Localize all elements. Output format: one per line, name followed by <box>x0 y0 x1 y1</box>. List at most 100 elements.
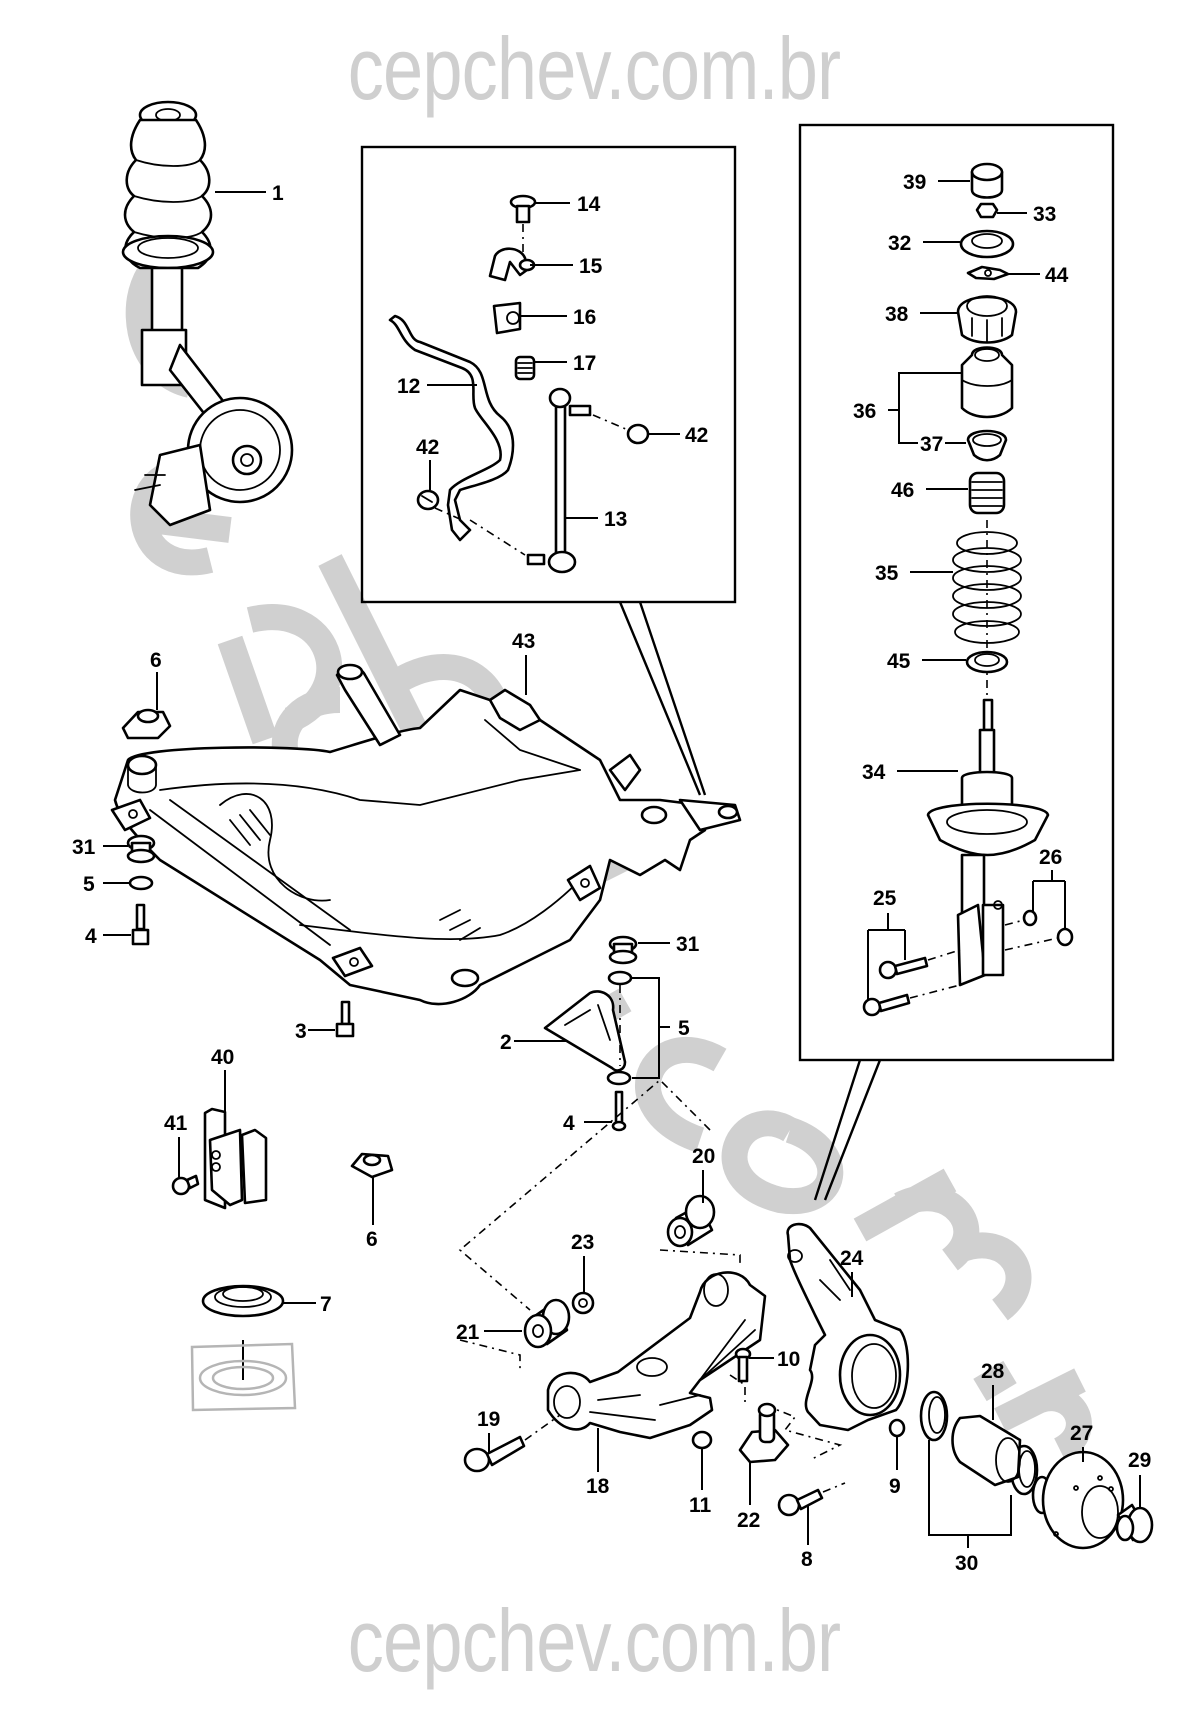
callout-label-6a: 6 <box>150 649 162 672</box>
part-25-bolts[interactable] <box>862 949 961 1017</box>
part-5-washers-right-stroke <box>606 1070 632 1086</box>
part-21-bushing[interactable] <box>523 1298 571 1349</box>
part-42-nut-left[interactable] <box>416 489 440 511</box>
callout-label-45: 45 <box>887 650 911 673</box>
part-43-subframe[interactable] <box>110 663 742 1006</box>
part-20-bushing-stroke <box>684 1194 716 1230</box>
part-31-bushing-right-stroke <box>608 949 638 965</box>
part-20-bushing[interactable] <box>666 1194 716 1248</box>
part-34-shock-absorber[interactable] <box>926 698 1050 987</box>
callout-45: 45 <box>887 650 966 673</box>
assembly-guide-lines-stroke <box>459 1339 521 1370</box>
part-41-screw[interactable] <box>171 1174 200 1196</box>
part-20-bushing-stroke <box>674 1225 686 1239</box>
part-28-wheel-bearing[interactable] <box>951 1414 1022 1487</box>
part-5-washer-left[interactable] <box>128 875 154 891</box>
part-8-bolt-stroke <box>822 1482 846 1493</box>
part-46-bellows[interactable] <box>968 471 1006 515</box>
part-44-plate[interactable] <box>966 265 1010 281</box>
part-27-wheel-hub[interactable] <box>1031 1450 1125 1550</box>
callout-7: 7 <box>283 1293 332 1316</box>
part-15-clamp[interactable] <box>488 247 536 282</box>
callout-label-26: 26 <box>1039 846 1062 869</box>
part-18-control-arm-stroke <box>546 1271 767 1440</box>
part-8-bolt[interactable] <box>777 1482 846 1517</box>
assembly-guide-lines-stroke <box>729 1374 746 1405</box>
part-7-floor-panel <box>190 1342 297 1412</box>
part-5-washers-right[interactable] <box>606 970 633 1086</box>
part-11-nut[interactable] <box>691 1430 713 1450</box>
callout-26-stroke <box>1032 870 1066 928</box>
callout-label-1: 1 <box>272 182 284 205</box>
part-6-mount-lower-stroke <box>362 1153 382 1167</box>
part-3-bolt[interactable] <box>335 1000 355 1038</box>
part-10-bolt[interactable] <box>734 1347 752 1383</box>
callout-label-2: 2 <box>500 1031 512 1054</box>
part-31-bushing-right[interactable] <box>608 935 638 965</box>
part-9-nut-stroke <box>888 1418 906 1438</box>
part-32-bearing-cap[interactable] <box>959 229 1015 259</box>
part-25-bolts-stroke <box>909 984 961 999</box>
part-23-nut-stroke <box>571 1291 595 1315</box>
callout-5b: 5 <box>632 977 690 1079</box>
callout-label-30: 30 <box>955 1552 978 1575</box>
part-13-link-rod-stroke <box>548 387 572 409</box>
part-14-bolt[interactable] <box>509 194 537 254</box>
part-4-bolt-left-stroke <box>131 928 150 946</box>
callout-30-stroke <box>928 1440 1012 1548</box>
part-34-shock-absorber-stroke <box>926 802 1050 857</box>
part-24-steering-knuckle-stroke <box>851 1343 897 1409</box>
callout-17: 17 <box>534 352 596 375</box>
callout-label-13: 13 <box>604 508 627 531</box>
callout-label-39: 39 <box>903 171 926 194</box>
part-23-nut[interactable] <box>571 1291 595 1315</box>
part-38-upper-mount[interactable] <box>956 295 1018 344</box>
part-24-steering-knuckle[interactable] <box>786 1222 910 1432</box>
part-36-bump-stop[interactable] <box>960 346 1014 419</box>
part-45-spring-seat[interactable] <box>965 650 1009 674</box>
callout-label-43: 43 <box>512 630 535 653</box>
part-2-plate-stroke <box>564 1004 611 1041</box>
part-6-mount-lower[interactable] <box>350 1152 394 1179</box>
part-39-dust-cap[interactable] <box>970 162 1004 199</box>
part-9-nut[interactable] <box>888 1418 906 1438</box>
part-37-boot-cap[interactable] <box>966 429 1008 462</box>
part-31-bushing-left[interactable] <box>126 834 156 864</box>
part-43-subframe-stroke <box>488 688 542 732</box>
part-42-nut-right[interactable] <box>626 423 650 445</box>
callout-16: 16 <box>520 306 596 329</box>
part-1-strut-assembly[interactable] <box>121 100 294 527</box>
part-4-bolt-left[interactable] <box>131 903 150 946</box>
part-36-bump-stop-stroke <box>960 346 1014 419</box>
part-3-bolt-stroke <box>340 1000 351 1026</box>
callout-label-31b: 31 <box>676 933 700 956</box>
part-13-link-rod[interactable] <box>434 387 629 574</box>
part-43-subframe-stroke <box>219 793 331 902</box>
part-17-spring-bushing[interactable] <box>514 355 536 381</box>
part-18-control-arm[interactable] <box>546 1271 767 1440</box>
part-13-link-rod-stroke <box>554 398 567 562</box>
part-29-hub-cap[interactable] <box>1115 1503 1154 1544</box>
part-6-mount-upper[interactable] <box>121 708 172 740</box>
part-4-bolt-right[interactable] <box>611 1090 627 1132</box>
part-12-stabilizer-bar[interactable] <box>388 314 515 542</box>
part-26-nuts[interactable] <box>1004 909 1074 951</box>
part-40-bracket[interactable] <box>203 1107 268 1210</box>
callout-label-3: 3 <box>295 1020 307 1043</box>
part-27-wheel-hub-stroke <box>1053 1531 1059 1537</box>
strut-inset-frame-stroke <box>813 1059 882 1201</box>
part-22-ball-joint[interactable] <box>738 1402 790 1464</box>
part-43-subframe-stroke <box>127 764 157 794</box>
part-42-nut-left-stroke <box>421 495 433 503</box>
part-16-bushing[interactable] <box>492 301 522 335</box>
part-34-shock-absorber-stroke <box>981 903 1005 977</box>
part-35-coil-spring[interactable] <box>952 520 1022 700</box>
callout-label-14: 14 <box>577 193 601 216</box>
part-2-plate[interactable] <box>543 990 627 1072</box>
part-19-bolt[interactable] <box>463 1414 561 1473</box>
part-7-grommet[interactable] <box>201 1284 285 1380</box>
part-33-nut[interactable] <box>975 202 999 219</box>
stabilizer-inset-frame-stroke <box>360 145 737 604</box>
part-14-bolt-stroke <box>515 204 531 224</box>
part-43-subframe-stroke <box>299 879 581 941</box>
